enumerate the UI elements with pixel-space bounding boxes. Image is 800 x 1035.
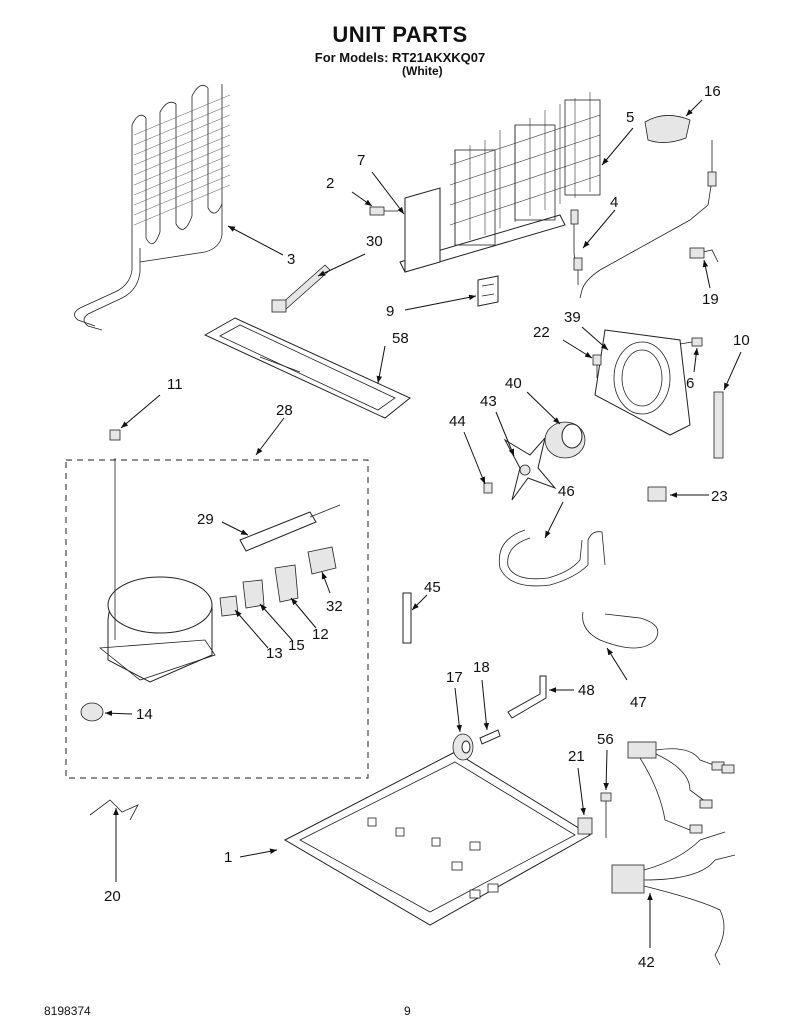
clip-part-20 — [89, 799, 139, 821]
callout-3: 3 — [287, 251, 295, 268]
pin-part-45 — [402, 592, 412, 644]
callout-40: 40 — [505, 375, 522, 392]
callout-leaders — [104, 99, 742, 948]
screw-part-2 — [369, 206, 398, 216]
callout-16: 16 — [704, 83, 721, 100]
defrost-thermostat — [570, 209, 583, 285]
color-variant: (White) — [402, 64, 443, 78]
screw-part-22 — [592, 354, 602, 378]
callout-45: 45 — [424, 579, 441, 596]
callout-11: 11 — [167, 376, 183, 393]
model-subtitle: For Models: RT21AKXKQ07 — [314, 50, 486, 65]
callout-20: 20 — [104, 888, 121, 905]
callout-42: 42 — [638, 954, 655, 971]
callout-10: 10 — [733, 332, 750, 349]
cover-part-16 — [644, 115, 691, 143]
compressor — [98, 458, 216, 683]
callout-2: 2 — [326, 175, 334, 192]
condenser-coil — [74, 84, 231, 331]
callout-12: 12 — [312, 626, 329, 643]
callout-22: 22 — [533, 324, 550, 341]
axle-pin — [479, 729, 501, 745]
gasket-strip — [713, 391, 724, 459]
callout-18: 18 — [473, 659, 490, 676]
overload-part-15 — [242, 579, 265, 609]
compressor-kit-outline — [65, 459, 369, 779]
callout-6: 6 — [686, 375, 694, 392]
strap-part-30 — [271, 264, 331, 313]
callout-14: 14 — [136, 706, 153, 723]
page-title: UNIT PARTS — [332, 22, 468, 47]
callout-labels: 2 3 4 5 7 9 30 58 16 19 22 39 6 10 40 43… — [104, 83, 750, 971]
callout-21: 21 — [568, 748, 585, 765]
page-number: 9 — [404, 1004, 411, 1018]
defrost-tube — [579, 140, 719, 299]
wiring-harness — [611, 741, 736, 966]
relay-part-12 — [274, 564, 299, 603]
screw-part-56 — [600, 792, 612, 838]
screw-part-6 — [679, 337, 703, 347]
callout-44: 44 — [449, 413, 466, 430]
tube-part-47 — [582, 611, 659, 649]
fan-motor — [544, 421, 586, 459]
document-number: 8198374 — [44, 1004, 91, 1018]
callout-7: 7 — [357, 152, 365, 169]
fan-bracket — [594, 329, 691, 436]
callout-47: 47 — [630, 694, 647, 711]
condenser-fan-screw — [109, 429, 121, 441]
callout-9: 9 — [386, 303, 394, 320]
callout-56: 56 — [597, 731, 614, 748]
callout-39: 39 — [564, 309, 581, 326]
drain-tube — [498, 529, 606, 587]
callout-4: 4 — [610, 194, 618, 211]
grommet-part-23 — [647, 486, 667, 502]
clip-part-44 — [483, 482, 493, 494]
callout-15: 15 — [288, 637, 305, 654]
callout-48: 48 — [578, 682, 595, 699]
clip-part-9 — [477, 275, 499, 307]
callout-23: 23 — [711, 488, 728, 505]
callout-32: 32 — [326, 598, 343, 615]
callout-30: 30 — [366, 233, 383, 250]
callout-13: 13 — [266, 645, 283, 662]
evaporator-assembly — [399, 92, 601, 273]
fan-blade — [503, 437, 557, 501]
callout-1: 1 — [224, 849, 232, 866]
leveling-bracket — [507, 675, 547, 719]
drain-pan — [203, 317, 411, 419]
roller — [452, 733, 474, 761]
cover-part-32 — [307, 546, 337, 575]
callout-46: 46 — [558, 483, 575, 500]
base-pan — [283, 751, 591, 926]
callout-43: 43 — [480, 393, 497, 410]
terminal-cover-part-13 — [219, 595, 239, 617]
callout-19: 19 — [702, 291, 719, 308]
capacitor — [239, 504, 341, 552]
grommet-part-14 — [80, 702, 104, 722]
nut-part-21 — [577, 817, 593, 835]
callout-28: 28 — [276, 402, 293, 419]
callout-58: 58 — [392, 330, 409, 347]
callout-29: 29 — [197, 511, 214, 528]
callout-5: 5 — [626, 109, 634, 126]
callout-17: 17 — [446, 669, 463, 686]
